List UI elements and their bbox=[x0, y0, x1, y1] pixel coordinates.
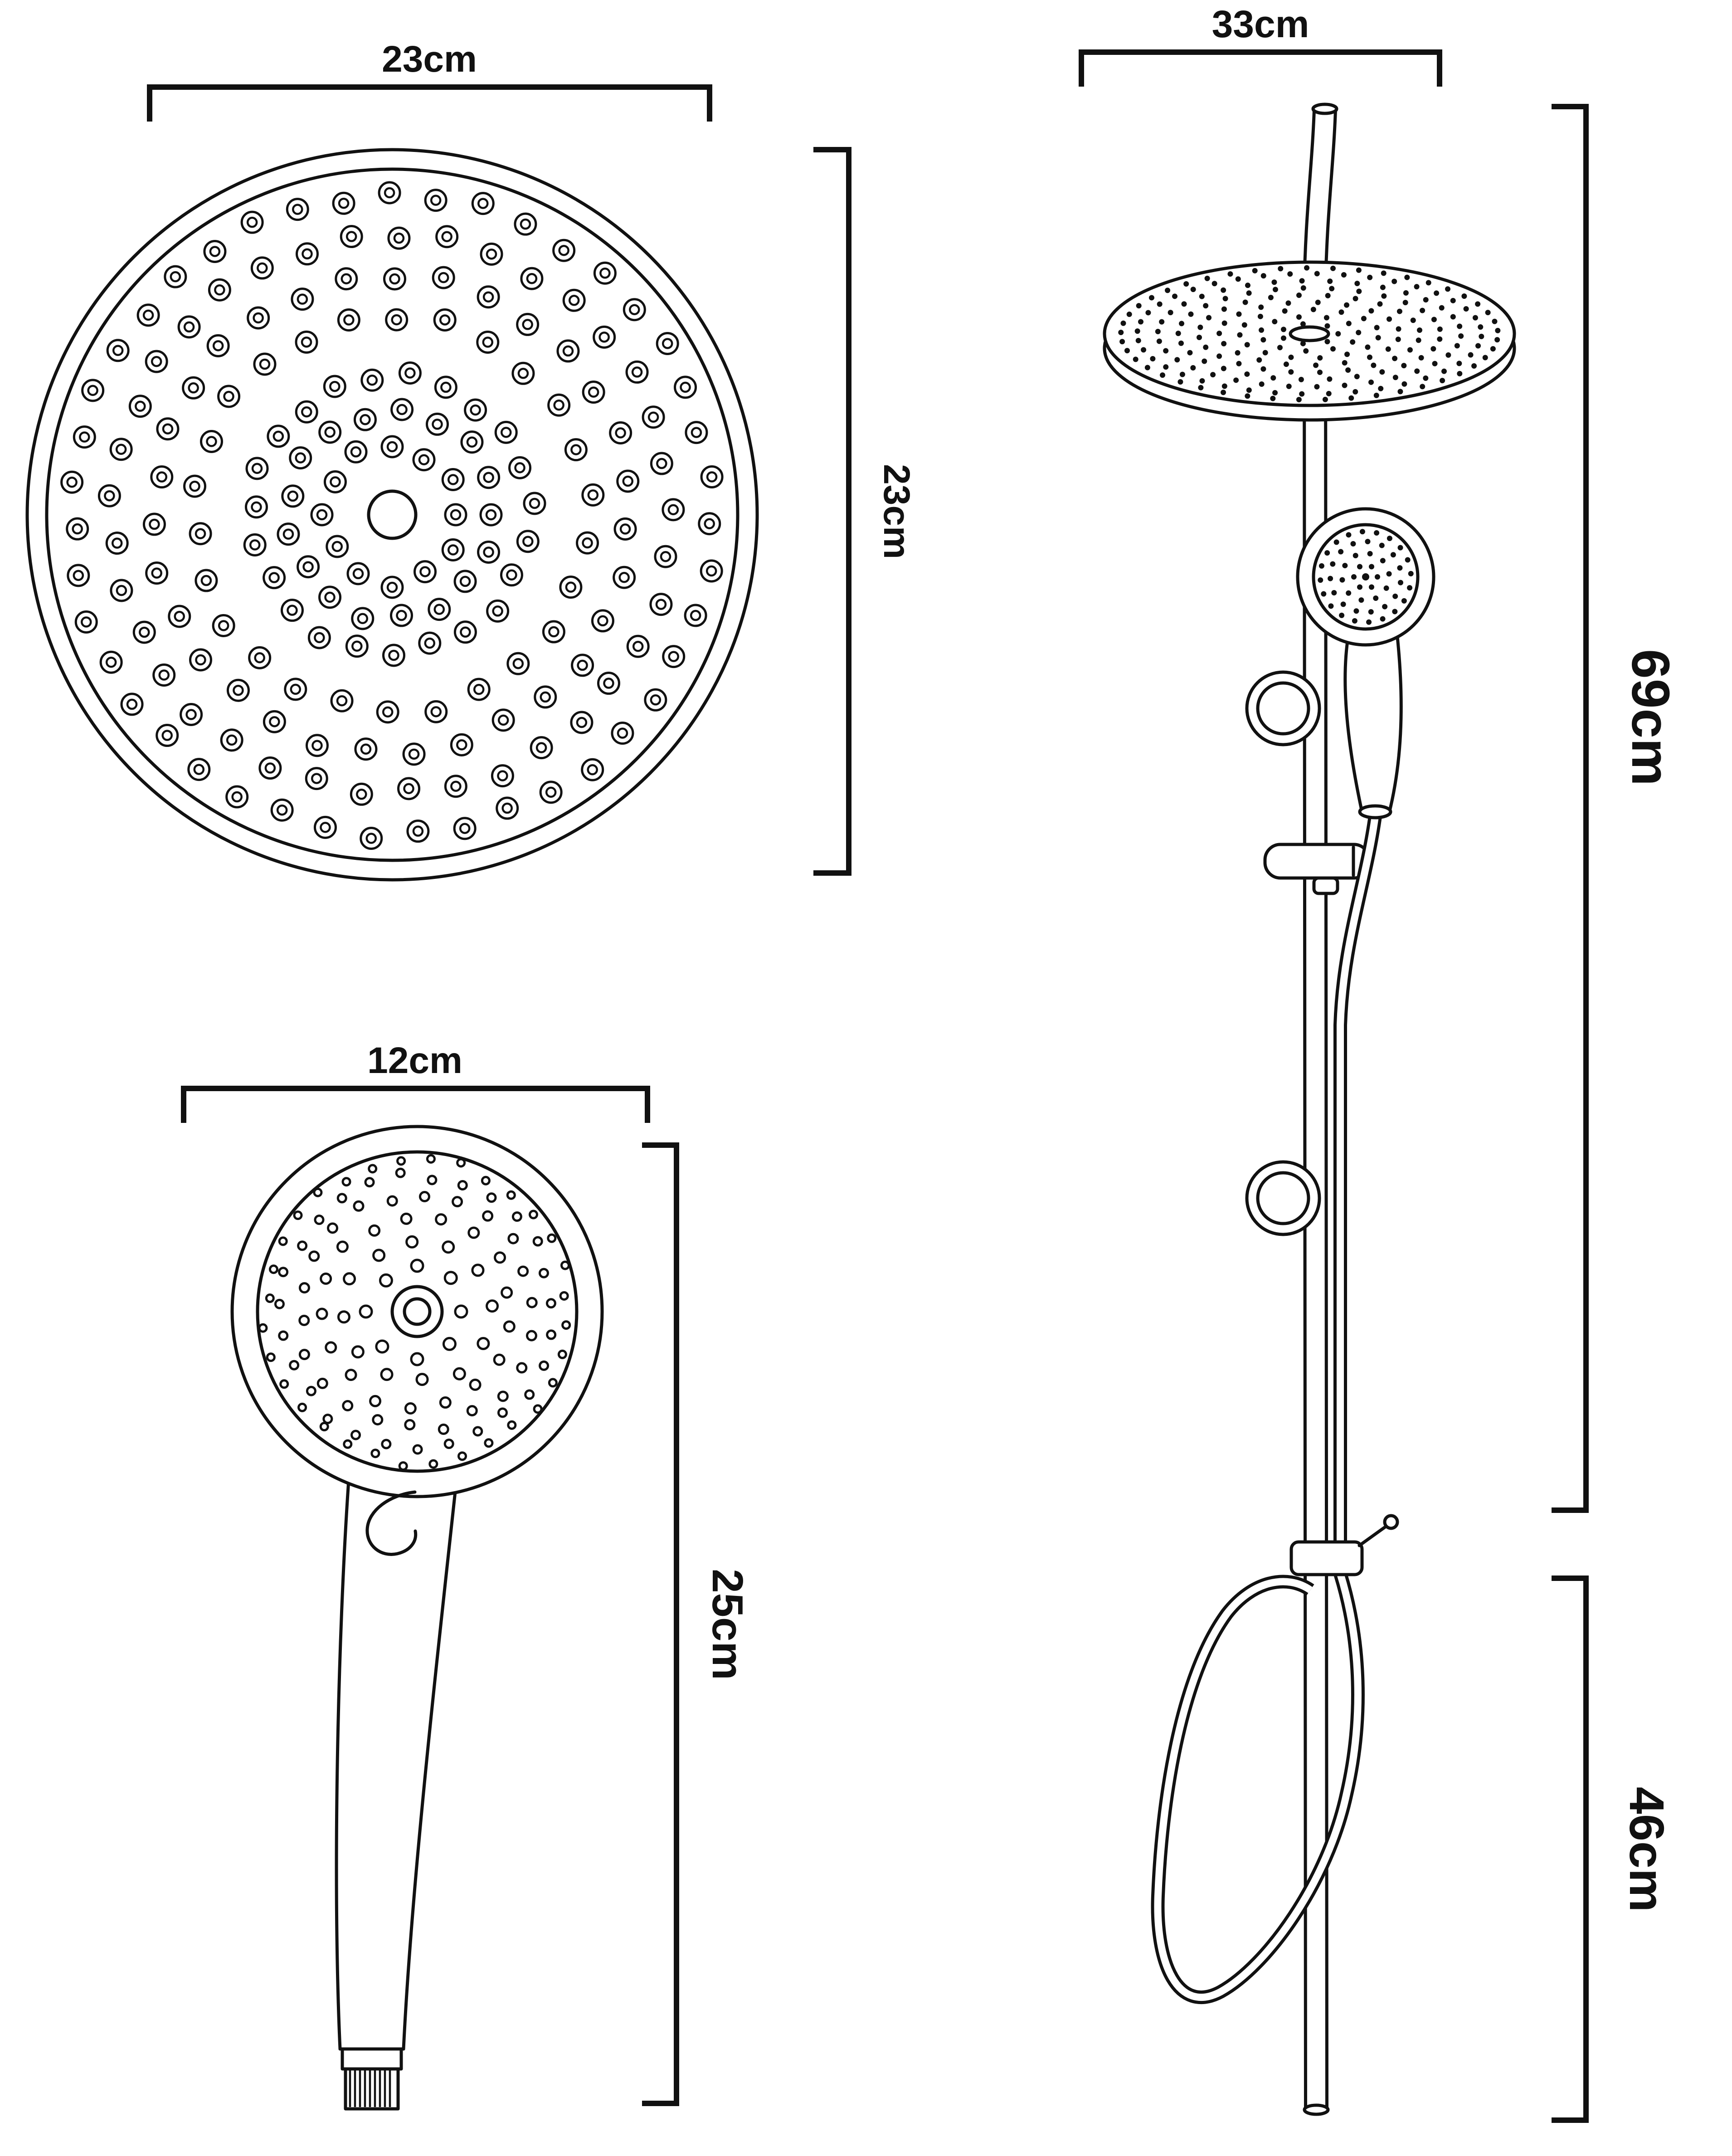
dimension-hand-height: 25cm bbox=[642, 1142, 752, 2106]
dimension-bracket bbox=[813, 147, 851, 876]
hand-shower-center-ring bbox=[390, 1285, 444, 1338]
dimension-column-lower-height: 46cm bbox=[1552, 1576, 1674, 2123]
thread-ridges bbox=[349, 2070, 391, 2107]
hand-shower-handle-right-edge bbox=[402, 1486, 457, 2051]
hand-height-label: 25cm bbox=[703, 1569, 752, 1680]
mounted-hand-shower-handle-right bbox=[1387, 627, 1403, 815]
overhead-height-label: 23cm bbox=[876, 464, 917, 559]
overhead-shower-nozzles bbox=[60, 181, 724, 850]
hand-shower-connector-collar bbox=[341, 2047, 403, 2071]
dimension-bracket bbox=[642, 1142, 679, 2106]
dimension-bracket bbox=[181, 1086, 650, 1123]
overhead-width-label: 23cm bbox=[382, 39, 477, 80]
diverter-lever bbox=[1357, 1523, 1390, 1547]
hand-shower-nozzles bbox=[258, 1154, 571, 1471]
rain-head-hub bbox=[1289, 325, 1330, 342]
riser-pipe-top-cap bbox=[1311, 102, 1338, 115]
overhead-shower-front-view: 23cm 23cm bbox=[25, 39, 917, 882]
column-upper-height-label: 69cm bbox=[1620, 649, 1680, 786]
dimension-overhead-height: 23cm bbox=[813, 147, 917, 876]
diverter-elbow bbox=[1289, 1540, 1364, 1576]
mounted-hand-shower-handle-left bbox=[1343, 633, 1363, 812]
dimension-bracket bbox=[1552, 104, 1589, 1513]
mounted-hand-shower-nozzles bbox=[1318, 529, 1414, 625]
dimension-bracket bbox=[1079, 49, 1442, 87]
hand-width-label: 12cm bbox=[367, 1040, 462, 1081]
hose-upper-outline bbox=[1333, 815, 1382, 1541]
dimension-overhead-width: 23cm bbox=[147, 39, 712, 122]
dimension-column-upper-height: 69cm bbox=[1552, 104, 1680, 1513]
dimension-bracket bbox=[147, 84, 712, 122]
hand-shower-mode-lever bbox=[365, 1490, 418, 1556]
dimension-hand-width: 12cm bbox=[181, 1040, 650, 1123]
diverter-lever-knob bbox=[1383, 1514, 1399, 1530]
upper-slider-knob-inner bbox=[1256, 681, 1310, 736]
hand-shower-face-rim bbox=[256, 1150, 579, 1473]
dimension-bracket bbox=[1552, 1576, 1589, 2123]
shower-column-view: 33cm 69cm 46cm bbox=[1079, 3, 1680, 2123]
overhead-shower-center-cap bbox=[367, 489, 418, 540]
hose-loop bbox=[1154, 1572, 1362, 2001]
column-lower-height-label: 46cm bbox=[1620, 1787, 1674, 1912]
hand-shower-front-view: 12cm 25cm bbox=[181, 1040, 752, 2111]
riser-pipe-bottom-cap bbox=[1303, 2103, 1330, 2116]
lower-slider-knob-inner bbox=[1256, 1171, 1310, 1225]
mounted-hand-shower-handle-end bbox=[1358, 804, 1392, 819]
holder-clamp-tab bbox=[1312, 876, 1339, 895]
hand-shower-handle-left-edge bbox=[335, 1472, 351, 2051]
column-width-label: 33cm bbox=[1212, 3, 1309, 45]
hand-shower-center-cap bbox=[403, 1297, 432, 1326]
hose-upper bbox=[1337, 815, 1379, 1541]
mounted-hand-shower-face-rim bbox=[1312, 523, 1420, 631]
overhead-shower-inner-rim bbox=[45, 167, 740, 862]
rain-head-face bbox=[1103, 260, 1516, 407]
dimension-column-width: 33cm bbox=[1079, 3, 1442, 87]
rain-head-nozzles bbox=[1118, 265, 1501, 403]
